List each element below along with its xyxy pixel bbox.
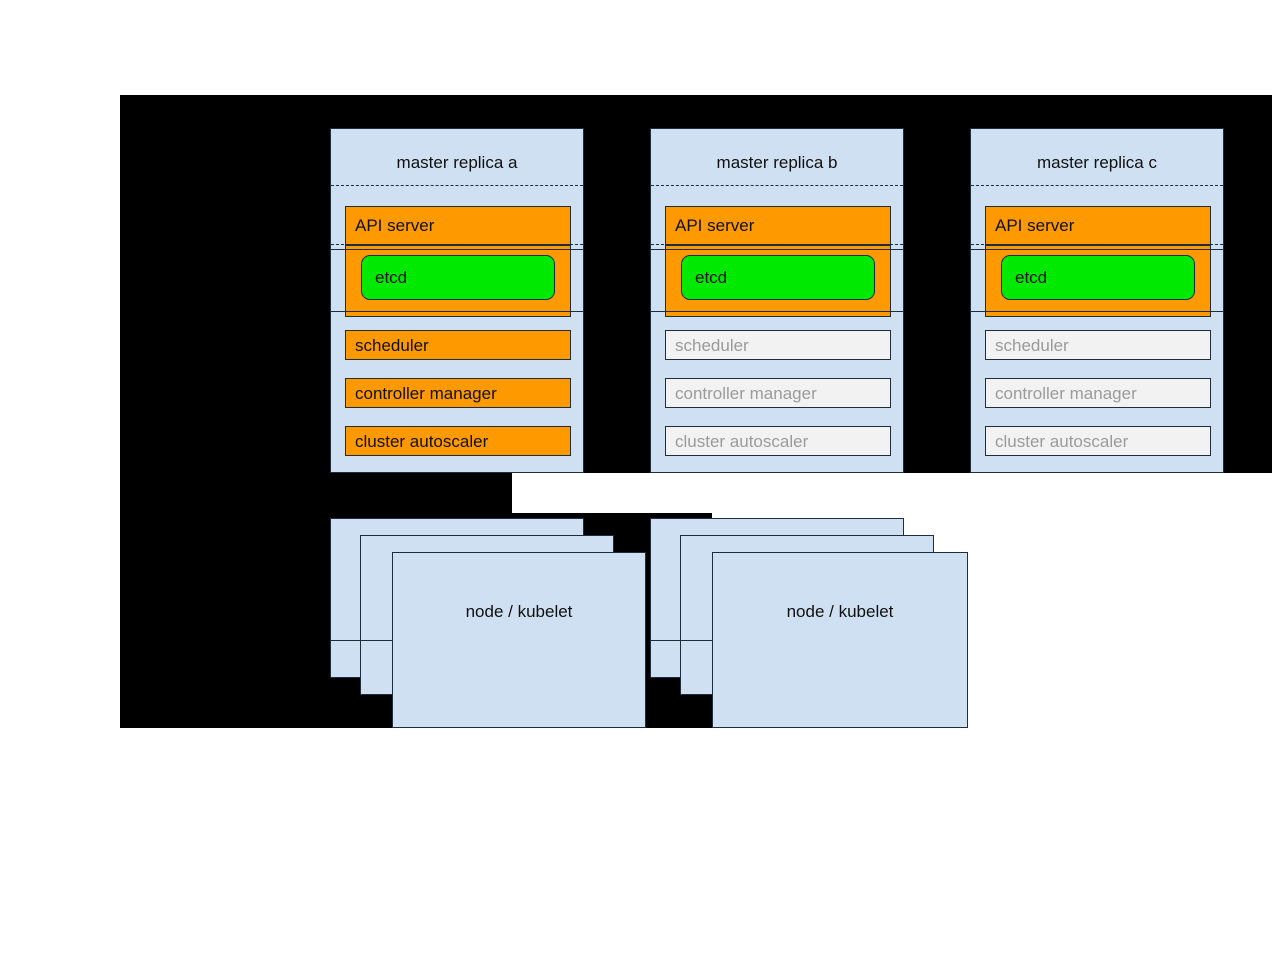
node-stack-2-inner-rule <box>651 640 713 641</box>
controller-manager-box-a[interactable]: controller manager <box>345 378 571 408</box>
controller-manager-box-c[interactable]: controller manager <box>985 378 1211 408</box>
master-replica-card-c[interactable]: master replica c API server etcd schedul… <box>970 128 1224 473</box>
scheduler-box-a[interactable]: scheduler <box>345 330 571 360</box>
cluster-autoscaler-box-a[interactable]: cluster autoscaler <box>345 426 571 456</box>
separator-solid-lower-a <box>331 311 583 312</box>
controller-manager-label-b: controller manager <box>675 383 817 403</box>
controller-manager-label-a: controller manager <box>355 383 497 403</box>
replica-title-b: master replica b <box>716 153 838 172</box>
replica-title-a: master replica a <box>396 153 518 172</box>
etcd-box-a[interactable]: etcd <box>361 255 555 300</box>
node-stack-2-card-front[interactable]: node / kubelet <box>712 552 968 728</box>
etcd-label-b: etcd <box>695 268 728 287</box>
node-stack-2-label: node / kubelet <box>786 602 894 621</box>
replica-title-c: master replica c <box>1037 153 1157 172</box>
cluster-autoscaler-label-a: cluster autoscaler <box>355 431 489 451</box>
node-stack-1-inner-rule <box>331 640 393 641</box>
backdrop-plate-left-notch <box>120 473 512 513</box>
api-server-box-a[interactable]: API server <box>345 206 571 245</box>
api-server-label-c: API server <box>995 216 1075 235</box>
api-server-box-c[interactable]: API server <box>985 206 1211 245</box>
separator-dashed-lower-c <box>971 244 1223 245</box>
separator-solid-lower-c <box>971 311 1223 312</box>
scheduler-box-b[interactable]: scheduler <box>665 330 891 360</box>
separator-dashed-lower-a <box>331 244 583 245</box>
separator-solid-lower-b <box>651 311 903 312</box>
cluster-autoscaler-box-b[interactable]: cluster autoscaler <box>665 426 891 456</box>
cluster-autoscaler-box-c[interactable]: cluster autoscaler <box>985 426 1211 456</box>
separator-dashed-upper-c <box>971 185 1223 186</box>
scheduler-label-c: scheduler <box>995 335 1069 355</box>
scheduler-label-b: scheduler <box>675 335 749 355</box>
etcd-label-a: etcd <box>375 268 408 287</box>
etcd-label-c: etcd <box>1015 268 1048 287</box>
separator-dashed-lower-b <box>651 244 903 245</box>
master-replica-card-a[interactable]: master replica a API server etcd schedul… <box>330 128 584 473</box>
separator-solid-upper-c <box>971 249 1223 250</box>
node-stack-1-label: node / kubelet <box>465 602 573 621</box>
controller-manager-label-c: controller manager <box>995 383 1137 403</box>
scheduler-label-a: scheduler <box>355 335 429 355</box>
cluster-autoscaler-label-c: cluster autoscaler <box>995 431 1129 451</box>
controller-manager-box-b[interactable]: controller manager <box>665 378 891 408</box>
etcd-box-c[interactable]: etcd <box>1001 255 1195 300</box>
scheduler-box-c[interactable]: scheduler <box>985 330 1211 360</box>
separator-solid-upper-b <box>651 249 903 250</box>
node-stack-1-card-front[interactable]: node / kubelet <box>392 552 646 728</box>
separator-solid-upper-a <box>331 249 583 250</box>
master-replica-card-b[interactable]: master replica b API server etcd schedul… <box>650 128 904 473</box>
separator-dashed-upper-a <box>331 185 583 186</box>
api-server-box-b[interactable]: API server <box>665 206 891 245</box>
api-server-label-a: API server <box>355 216 435 235</box>
api-server-label-b: API server <box>675 216 755 235</box>
etcd-box-b[interactable]: etcd <box>681 255 875 300</box>
separator-dashed-upper-b <box>651 185 903 186</box>
cluster-autoscaler-label-b: cluster autoscaler <box>675 431 809 451</box>
